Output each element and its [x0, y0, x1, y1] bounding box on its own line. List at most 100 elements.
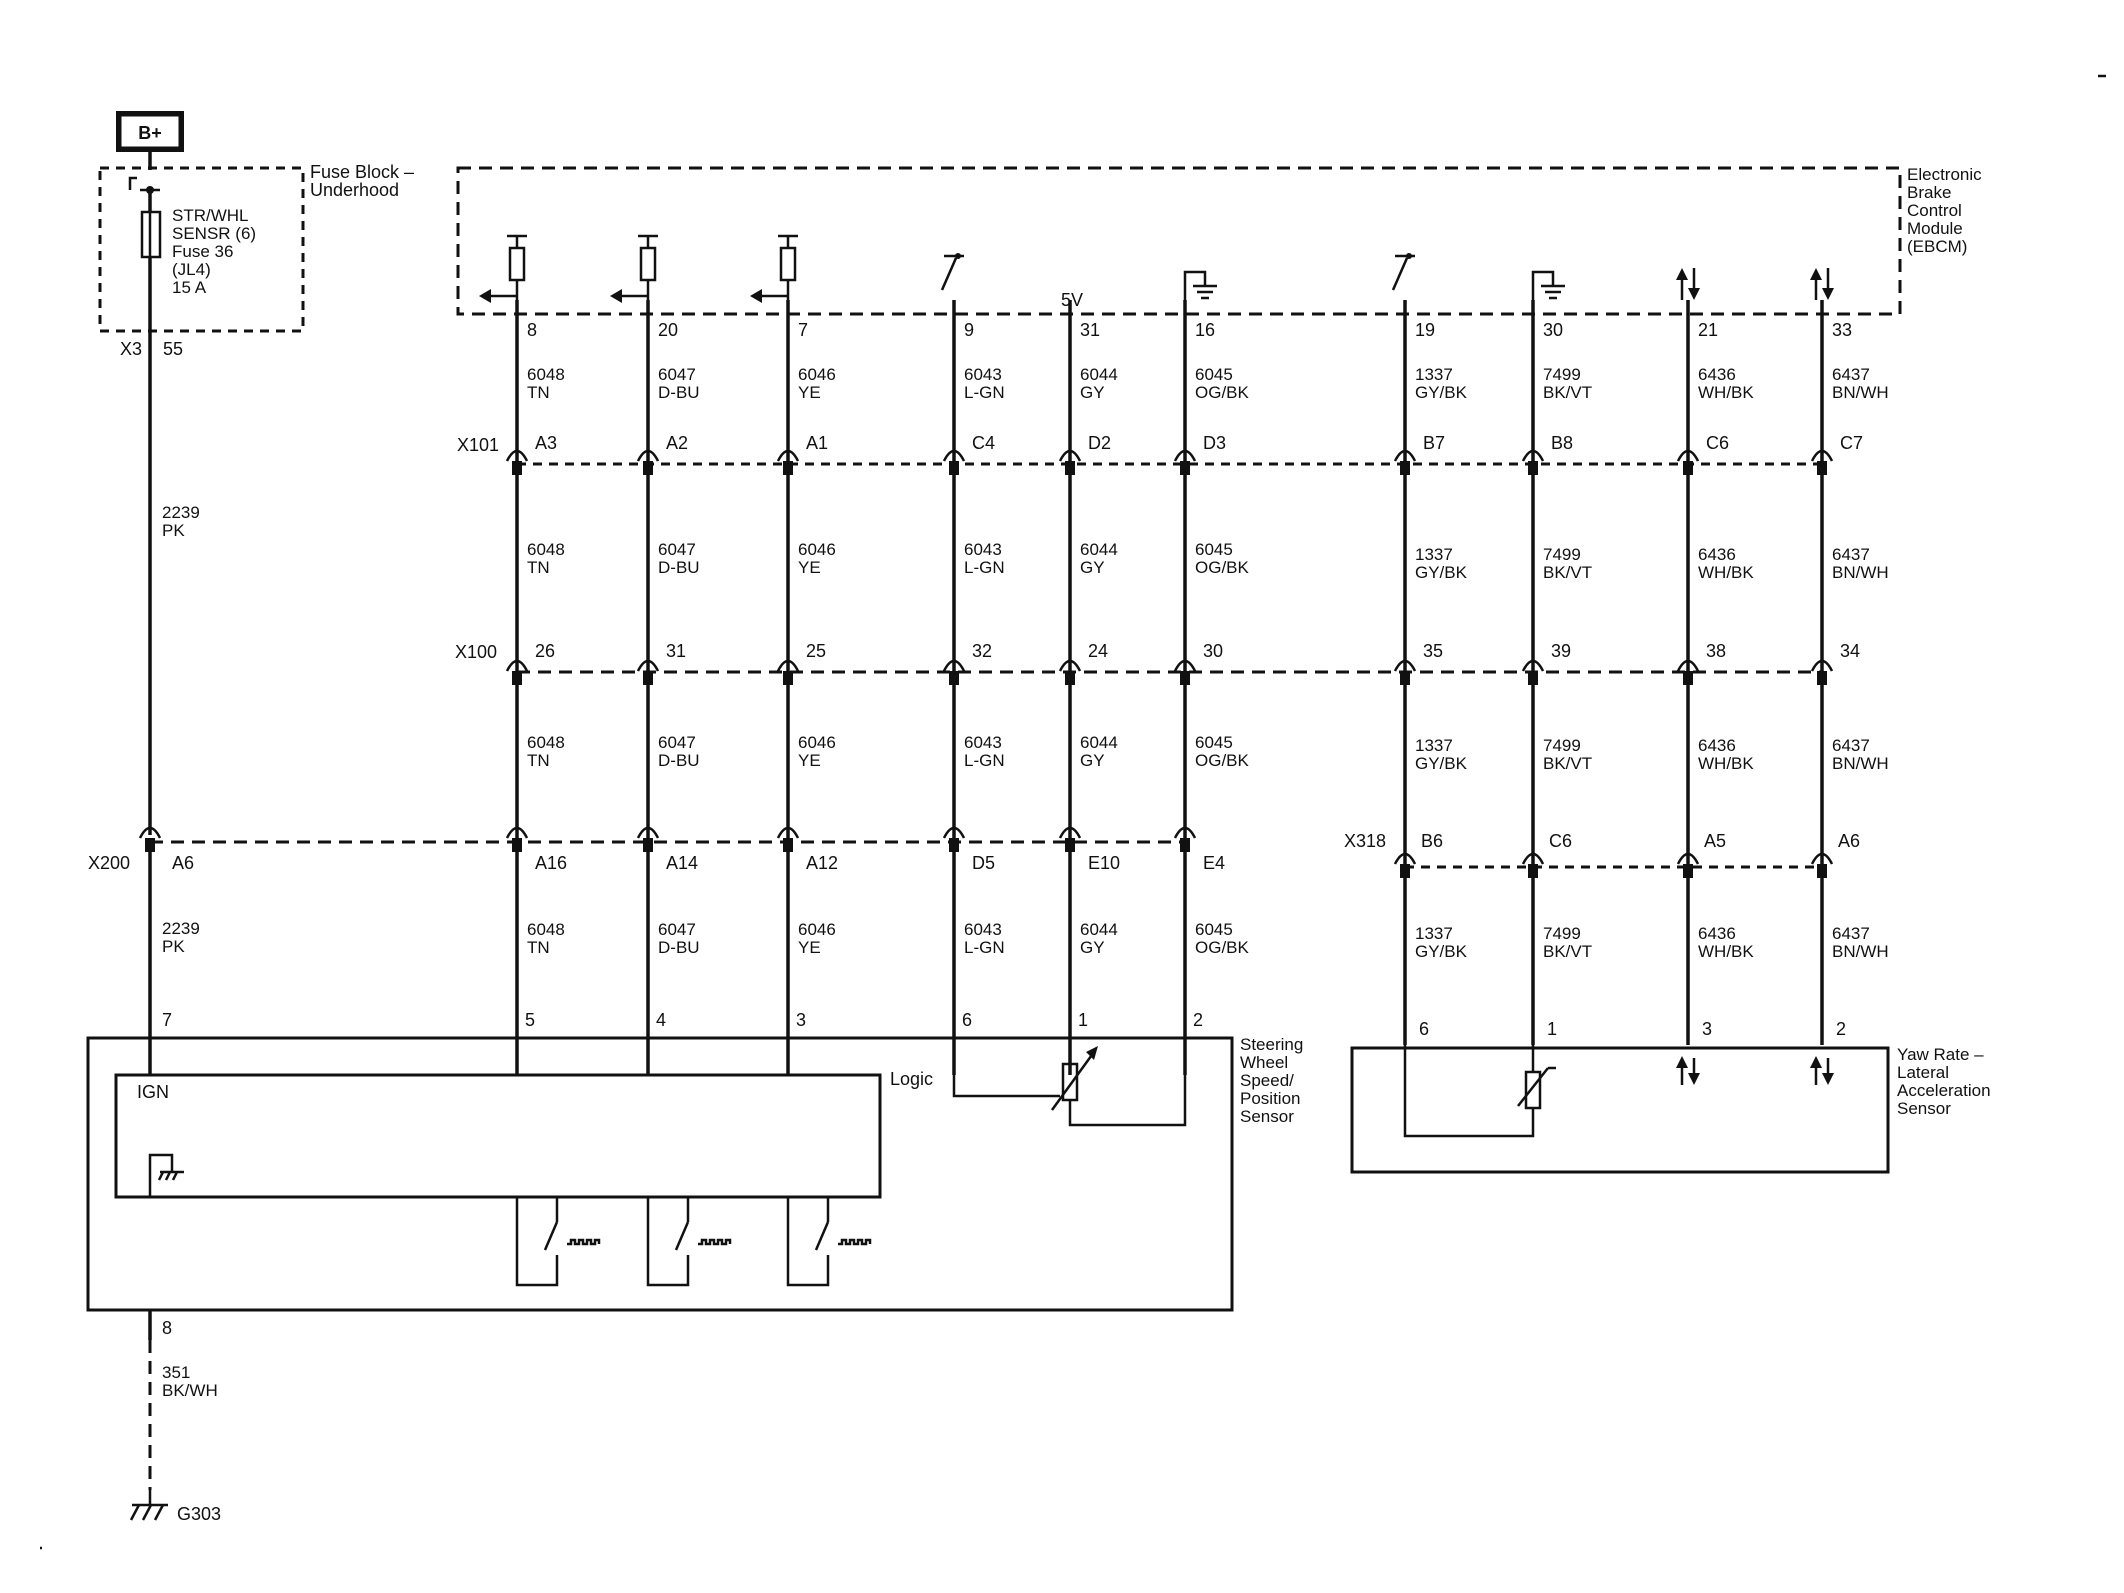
ebcm-title-3: Module	[1907, 219, 1963, 238]
wire-7499-device-pin: 1	[1547, 1019, 1557, 1039]
wire-6046-x101-pin: A1	[806, 433, 828, 453]
wire-6044-x101-socket	[1058, 449, 1082, 462]
wire-6048-ebcm-pin: 8	[527, 320, 537, 340]
wire-6044-x200-socket	[1058, 826, 1082, 839]
wire-6436-circuit-3: 6436	[1698, 924, 1736, 943]
wire-6046-x101-pin	[783, 461, 793, 475]
ground-symbol-hatch-3	[153, 1504, 165, 1521]
wire-6046-color-2: YE	[798, 751, 821, 770]
yaw-sensor-title-3: Sensor	[1897, 1099, 1951, 1118]
steering-ign-label: IGN	[137, 1082, 169, 1102]
wire-7499-x318-socket	[1521, 852, 1545, 865]
wire-6437-x101-pin	[1817, 461, 1827, 475]
fuse-rating-line-2: Fuse 36	[172, 242, 233, 261]
wire-1337-color-0: GY/BK	[1415, 383, 1468, 402]
hall-switch-2-arm	[814, 1221, 830, 1251]
wire-6043-ebcm-pin: 9	[964, 320, 974, 340]
wire-6047-circuit-2: 6047	[658, 733, 696, 752]
wire-6048-x200-socket	[505, 826, 529, 839]
wire-6044-ebcm-pin: 31	[1080, 320, 1100, 340]
wire-6048-x200-pin	[512, 838, 522, 852]
wire-6043-x101-socket	[942, 449, 966, 462]
wire-6048-circuit-2: 6048	[527, 733, 565, 752]
b-plus-upper-circuit: 2239	[162, 503, 200, 522]
wire-6044-x200-pin	[1065, 838, 1075, 852]
wire-6436-x100-pin: 38	[1706, 641, 1726, 661]
wire-6045-circuit-1: 6045	[1195, 540, 1233, 559]
wire-6436-color-1: WH/BK	[1698, 563, 1754, 582]
wire-6047-x100-pin: 31	[666, 641, 686, 661]
ebcm-internal-3-contact-node	[955, 253, 961, 259]
wire-6045-circuit-2: 6045	[1195, 733, 1233, 752]
wire-1337-ebcm-pin: 19	[1415, 320, 1435, 340]
wire-6436-color-2: WH/BK	[1698, 754, 1754, 773]
wire-6047-color-0: D-BU	[658, 383, 700, 402]
wire-6044-x101-pin: D2	[1088, 433, 1111, 453]
wire-6043-x200-socket	[942, 826, 966, 839]
yaw-internal-loop	[1403, 1045, 1535, 1138]
wire-1337-circuit-3: 1337	[1415, 924, 1453, 943]
wire-6047-color-2: D-BU	[658, 751, 700, 770]
wire-6045-x100-socket	[1173, 659, 1197, 672]
wire-1337-x318-socket	[1393, 852, 1417, 865]
ebcm-title-0: Electronic	[1907, 165, 1982, 184]
wire-6436-color-0: WH/BK	[1698, 383, 1754, 402]
yaw-element-slash	[1517, 1067, 1549, 1107]
wire-6047-ebcm-pin: 20	[658, 320, 678, 340]
wire-6437-x100-socket	[1810, 659, 1834, 672]
wire-6045-circuit-0: 6045	[1195, 365, 1233, 384]
logic-ground-hatch-1	[157, 1171, 165, 1181]
ebcm-internal-6-switch-arm	[1391, 257, 1409, 291]
ebcm-internal-1-resistor	[639, 246, 657, 282]
ebcm-internal-9-arrow-up-head	[1810, 268, 1822, 280]
wire-6047-x100-pin	[643, 671, 653, 685]
wire-6437-x318-pin	[1817, 864, 1827, 878]
wire-1337-device-pin: 6	[1419, 1019, 1429, 1039]
wire-6046-x200-pin	[783, 838, 793, 852]
wire-6437-x101-pin: C7	[1840, 433, 1863, 453]
wire-6045-color-1: OG/BK	[1195, 558, 1250, 577]
ebcm-title-2: Control	[1907, 201, 1962, 220]
wire-7499-circuit-3: 7499	[1543, 924, 1581, 943]
wire-7499-x100-socket	[1521, 659, 1545, 672]
wire-6047-color-3: D-BU	[658, 938, 700, 957]
ebcm-boundary	[456, 166, 1902, 316]
steering-title-2: Speed/	[1240, 1071, 1294, 1090]
wire-6044-device-pin: 1	[1078, 1010, 1088, 1030]
wire-6046-x100-socket	[776, 659, 800, 672]
wire-6045-x100-pin	[1180, 671, 1190, 685]
wire-6047-x101-pin	[643, 461, 653, 475]
wire-7499-x318-pin: C6	[1549, 831, 1572, 851]
wire-6046-color-3: YE	[798, 938, 821, 957]
wire-1337-x100-socket	[1393, 659, 1417, 672]
wire-1337-x318-pin: B6	[1421, 831, 1443, 851]
wire-6045-ebcm-pin: 16	[1195, 320, 1215, 340]
wire-1337-color-3: GY/BK	[1415, 942, 1468, 961]
wire-6043-device-pin: 6	[962, 1010, 972, 1030]
fuse-block-title-2: Underhood	[310, 180, 399, 200]
wire-7499-x101-pin	[1528, 461, 1538, 475]
wire-6045-x101-pin: D3	[1203, 433, 1226, 453]
hall-switch-0-arm	[543, 1221, 559, 1251]
wire-7499-x101-pin: B8	[1551, 433, 1573, 453]
hall-switch-0-loop	[515, 1197, 559, 1287]
wire-6043-x101-pin: C4	[972, 433, 995, 453]
ebcm-internal-7-ground-lead	[1531, 270, 1555, 316]
wire-6043-x200-pin	[949, 838, 959, 852]
wire-6043-x100-pin	[949, 671, 959, 685]
ebcm-internal-2-output-arrow	[750, 289, 762, 303]
wire-6437-color-3: BN/WH	[1832, 942, 1889, 961]
wire-6045-x101-pin	[1180, 461, 1190, 475]
x100-label: X100	[455, 642, 497, 662]
wire-6436-x100-pin	[1683, 671, 1693, 685]
wire-6047-color-1: D-BU	[658, 558, 700, 577]
wire-6046-color-0: YE	[798, 383, 821, 402]
wire-6045-x200-socket	[1173, 826, 1197, 839]
x318-label: X318	[1344, 831, 1386, 851]
yaw-sensing-element	[1524, 1070, 1542, 1110]
wire-6048-x100-socket	[505, 659, 529, 672]
wire-1337-circuit-0: 1337	[1415, 365, 1453, 384]
wire-6437-x100-pin	[1817, 671, 1827, 685]
ground-label: G303	[177, 1504, 221, 1524]
